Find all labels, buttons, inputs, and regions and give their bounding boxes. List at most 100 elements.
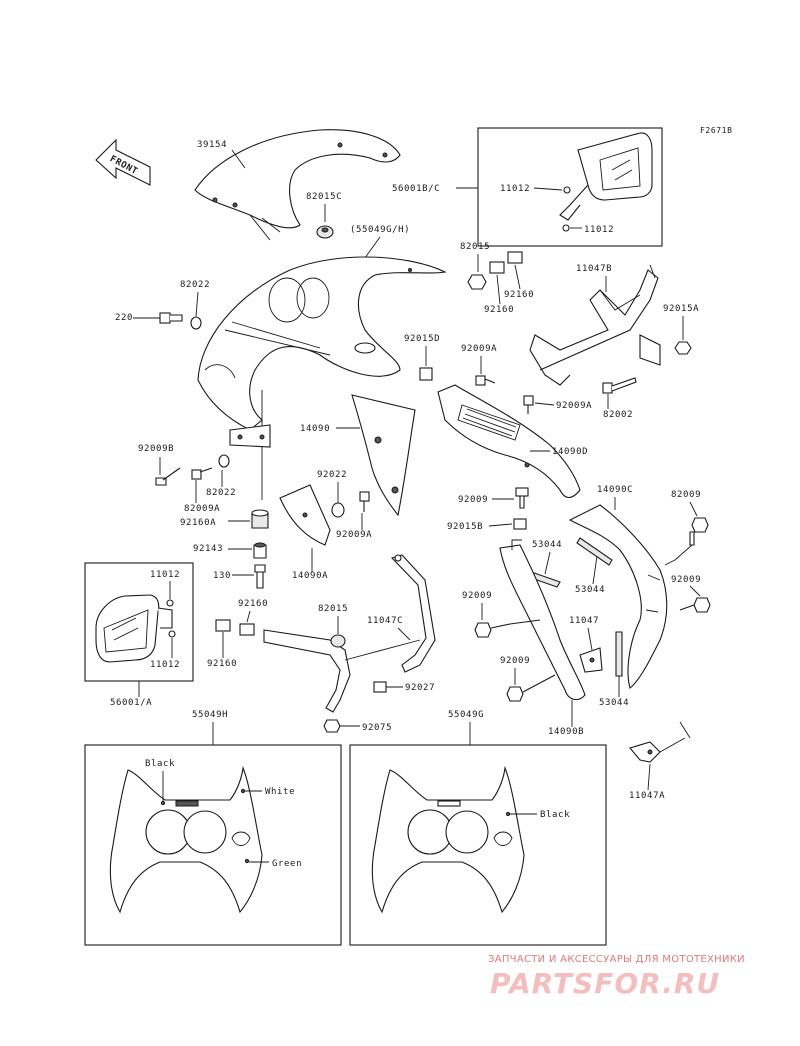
bracket-11047c: [263, 554, 436, 713]
color-label-h-white: White: [265, 787, 295, 797]
color-label-h-black: Black: [145, 759, 175, 769]
bolt-92009-c: [679, 597, 711, 613]
callout-92027: 92027: [405, 683, 435, 693]
callout-82015c: 82015C: [306, 192, 342, 202]
callout-92009-d: 92009: [500, 656, 530, 666]
callout-11012-b: 11012: [584, 225, 614, 235]
bolt-82002: [602, 377, 637, 394]
grommet-82015-b: [330, 634, 346, 648]
callout-14090c: 14090C: [597, 485, 633, 495]
strip-53044-c: [615, 631, 623, 677]
callout-11012-c: 11012: [150, 570, 180, 580]
bush-92160a: [251, 509, 269, 529]
callout-11047a: 11047A: [629, 791, 665, 801]
callout-55049g: 55049G: [448, 710, 484, 720]
callout-14090: 14090: [300, 424, 330, 434]
callout-82022-b: 82022: [206, 488, 236, 498]
bush-92160-a: [489, 251, 523, 274]
callout-92075: 92075: [362, 723, 392, 733]
callout-92022: 92022: [317, 470, 347, 480]
figure-code: F2671B: [700, 126, 733, 135]
callout-92009-b: 92009: [462, 591, 492, 601]
callout-55049h: 55049H: [192, 710, 228, 720]
washer-82022: [190, 316, 202, 330]
screw-82009a: [191, 467, 213, 480]
callout-39154: 39154: [197, 140, 227, 150]
strip-53044-b: [576, 537, 613, 566]
callout-92009-a: 92009: [458, 495, 488, 505]
front-arrow: FRONT: [95, 138, 151, 186]
callout-11012-a: 11012: [500, 184, 530, 194]
callout-53044-c: 53044: [599, 698, 629, 708]
watermark: ЗАПЧАСТИ И АКСЕССУАРЫ ДЛЯ МОТОТЕХНИКИ PA…: [488, 954, 745, 1000]
washer-92022: [331, 502, 345, 518]
bolt-92009a-b: [523, 395, 534, 414]
nut-92015a: [674, 341, 692, 355]
callout-92015b: 92015B: [447, 522, 483, 532]
callout-82015-b: 82015: [318, 604, 348, 614]
bolt-92009a-a: [475, 375, 496, 386]
bolt-82009: [689, 517, 709, 546]
mirror-left: [95, 594, 176, 663]
fairing-variant-g: [371, 765, 525, 914]
fairing-variant-box-g: [349, 744, 607, 946]
bracket-11047b: [529, 264, 661, 386]
callout-92009-c: 92009: [671, 575, 701, 585]
callout-92015a: 92015A: [663, 304, 699, 314]
callout-11012-d: 11012: [150, 660, 180, 670]
mirror-box-right: [477, 127, 663, 247]
bracket-11047a: [629, 721, 691, 763]
callout-11047c: 11047C: [367, 616, 403, 626]
callout-53044-a: 53044: [532, 540, 562, 550]
callout-92009a-c: 92009A: [336, 530, 372, 540]
callout-130: 130: [213, 571, 231, 581]
callout-56001a: 56001/A: [110, 698, 152, 708]
grommet-82015c: [316, 225, 334, 239]
lower-cover-14090b: [499, 539, 586, 701]
fairing-stay: [229, 390, 271, 500]
callout-92143: 92143: [193, 544, 223, 554]
grommet-82015: [467, 274, 487, 290]
clip-92015b: [513, 518, 527, 530]
callout-53044-b: 53044: [575, 585, 605, 595]
callout-92160-b: 92160: [484, 305, 514, 315]
watermark-brand: PARTSFOR.RU: [490, 967, 720, 1000]
callout-55049gh: (55049G/H): [350, 225, 410, 235]
bolt-92009-a: [515, 487, 529, 509]
callout-92160a: 92160A: [180, 518, 216, 528]
callout-92015d: 92015D: [404, 334, 440, 344]
bolt-92009-b: [474, 622, 511, 638]
color-label-h-green: Green: [272, 859, 302, 869]
nut-92075: [323, 719, 341, 733]
inner-panel-14090a: [279, 484, 331, 546]
callout-82022: 82022: [180, 280, 210, 290]
callout-92160-d: 92160: [207, 659, 237, 669]
callout-11047b: 11047B: [576, 264, 612, 274]
bolt-92009b: [155, 467, 181, 486]
bush-92160-c: [215, 619, 255, 636]
watermark-tagline: ЗАПЧАСТИ И АКСЕССУАРЫ ДЛЯ МОТОТЕХНИКИ: [488, 954, 745, 965]
collar-92143: [253, 542, 267, 559]
washer-82022-b: [218, 454, 230, 468]
fairing-variant-box-h: [84, 744, 342, 946]
windshield-part: [194, 129, 401, 241]
fairing-variant-h: [109, 765, 263, 914]
clip-92015d: [419, 367, 433, 381]
callout-92009a-a: 92009A: [461, 344, 497, 354]
callout-14090a: 14090A: [292, 571, 328, 581]
side-cover-14090c: [568, 504, 668, 689]
callout-82002: 82002: [603, 410, 633, 420]
collar-92027: [373, 681, 387, 693]
callout-82009: 82009: [671, 490, 701, 500]
callout-56001bc: 56001B/C: [392, 184, 440, 194]
color-label-g-black: Black: [540, 810, 570, 820]
callout-82015: 82015: [460, 242, 490, 252]
callout-92009b: 92009B: [138, 444, 174, 454]
side-cover-14090d: [437, 384, 581, 499]
upper-fairing: [197, 256, 447, 431]
callout-92009a-b: 92009A: [556, 401, 592, 411]
bolt-92009a-c: [359, 491, 370, 512]
bracket-11047: [579, 647, 603, 673]
callout-11047: 11047: [569, 616, 599, 626]
